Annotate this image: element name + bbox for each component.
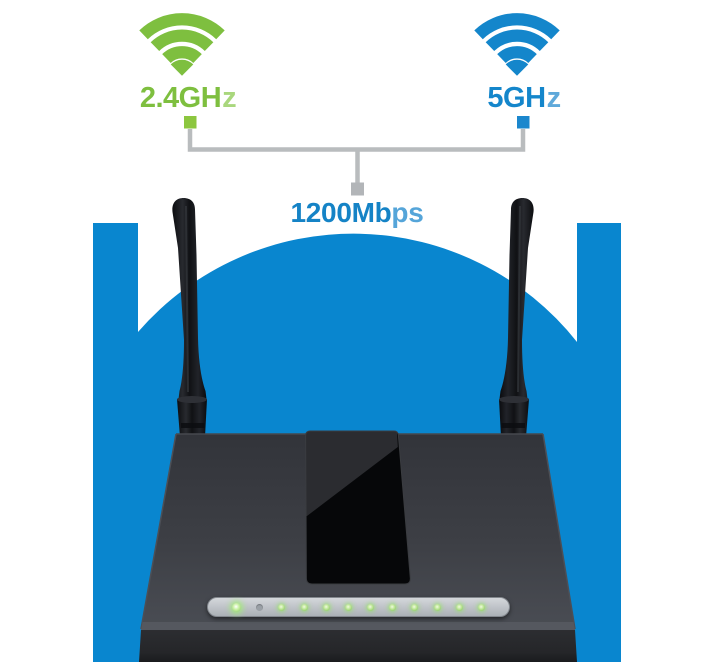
band-2-4ghz-label-suffix: z bbox=[222, 82, 237, 114]
led-bright bbox=[232, 602, 241, 612]
led-on bbox=[455, 603, 463, 611]
band-5ghz-label-main: 5GH bbox=[487, 82, 546, 114]
led-on bbox=[300, 603, 308, 611]
wifi-2-4ghz-icon bbox=[139, 13, 225, 76]
led-strip bbox=[207, 597, 510, 617]
speed-label-suffix: ps bbox=[391, 197, 424, 228]
led-on bbox=[477, 603, 485, 611]
band-2-4ghz-label: 2.4GHz bbox=[88, 84, 288, 113]
router-front-bevel bbox=[141, 622, 575, 630]
led-on bbox=[322, 603, 330, 611]
led-on bbox=[389, 603, 397, 611]
connector-node-blue bbox=[517, 116, 530, 129]
router-front-face bbox=[139, 630, 577, 662]
speed-label-main: 1200Mb bbox=[290, 197, 392, 228]
antenna-left-icon bbox=[172, 198, 207, 437]
led-on bbox=[411, 603, 419, 611]
led-on bbox=[367, 603, 375, 611]
led-on bbox=[433, 603, 441, 611]
led-on bbox=[278, 603, 286, 611]
speed-label: 1200Mbps bbox=[257, 199, 457, 227]
antenna-right-icon bbox=[499, 198, 534, 437]
router-body bbox=[139, 430, 577, 662]
router-gloss-panel bbox=[305, 431, 411, 584]
led-off bbox=[256, 603, 264, 611]
connector-bracket-line bbox=[187, 129, 526, 152]
band-5ghz-label: 5GHz bbox=[424, 84, 624, 113]
band-2-4ghz-label-main: 2.4GH bbox=[139, 82, 222, 114]
wifi-5ghz-icon bbox=[474, 13, 560, 76]
band-5ghz-label-suffix: z bbox=[546, 82, 562, 114]
connector bbox=[184, 116, 530, 196]
connector-node-green bbox=[184, 116, 197, 129]
led-on bbox=[344, 603, 352, 611]
connector-node-gray bbox=[351, 182, 364, 196]
